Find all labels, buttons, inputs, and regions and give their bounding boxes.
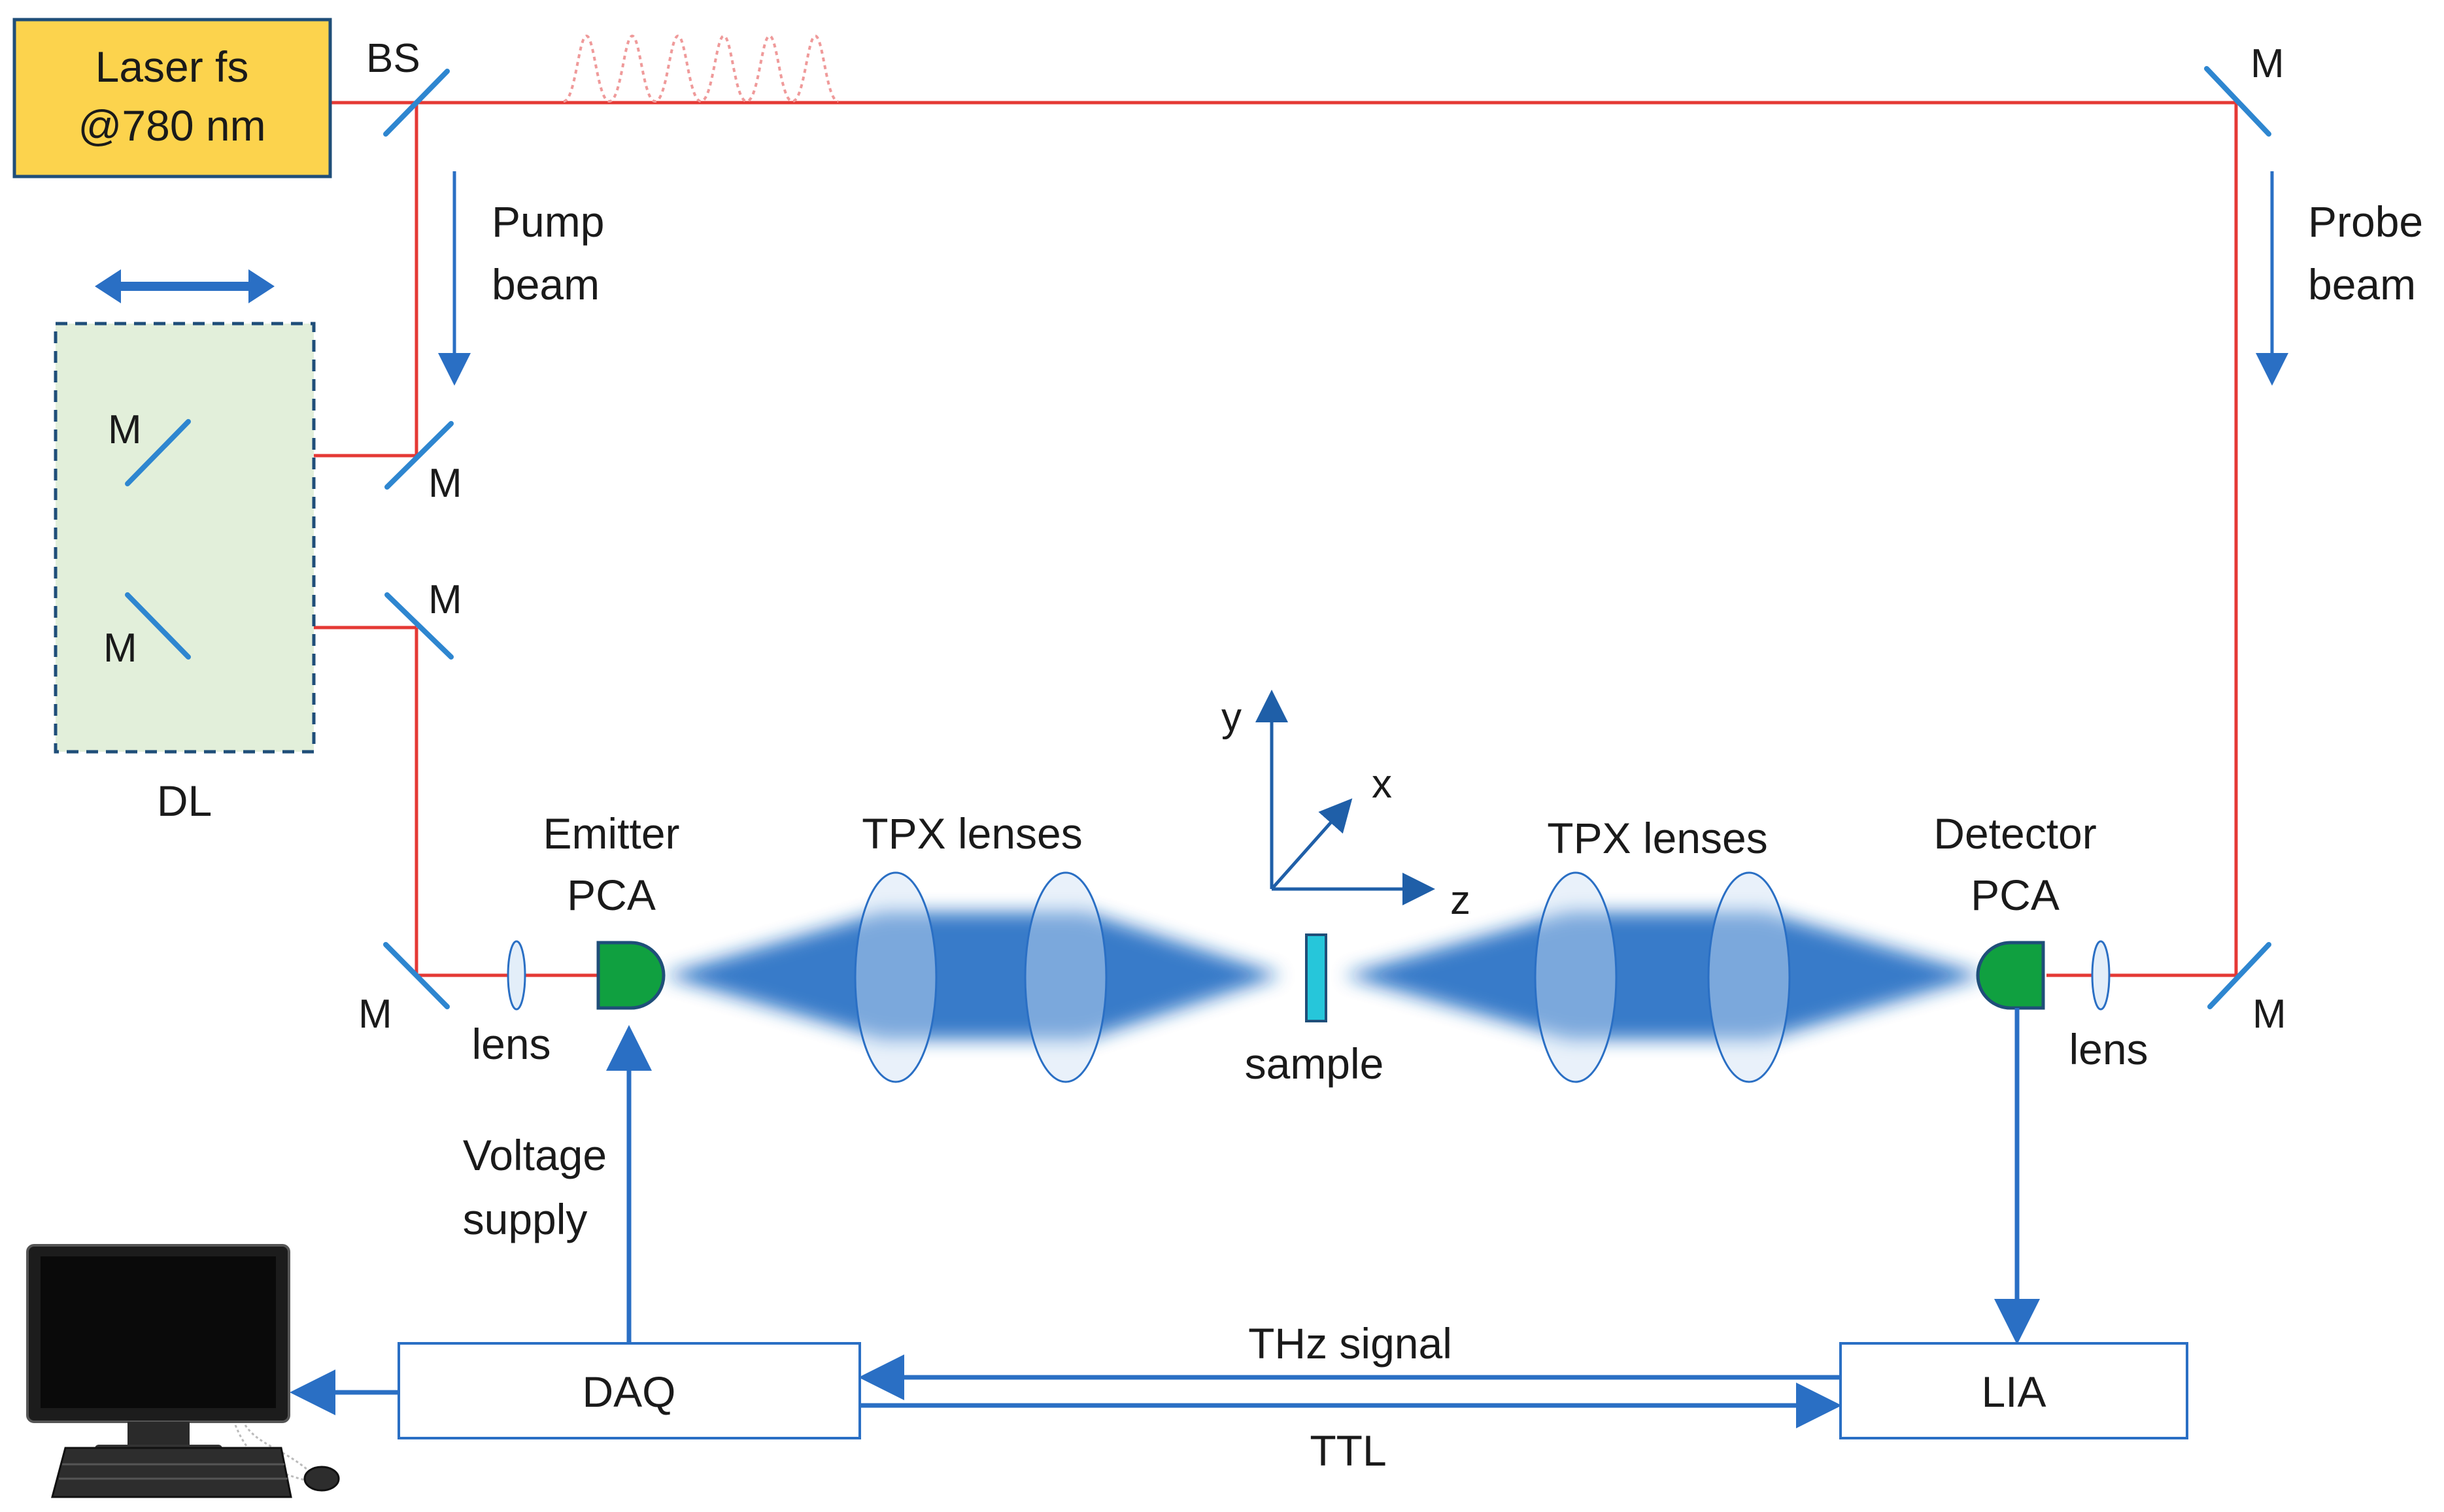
voltage-label-1: Voltage — [463, 1131, 607, 1179]
pump-beam-label-2: beam — [492, 260, 600, 309]
mirrors — [125, 66, 2271, 1009]
signal-connections — [290, 1008, 2040, 1428]
detector-label-1: Detector — [1933, 809, 2096, 858]
axis-z-label: z — [1450, 878, 1470, 923]
emitter-pca — [596, 941, 666, 1010]
tpx-lenses-right-label: TPX lenses — [1547, 814, 1767, 862]
detector-pca — [1976, 941, 2045, 1010]
daq-label: DAQ — [582, 1368, 675, 1416]
mirror-top-right — [2204, 66, 2271, 137]
mirror-delay-1 — [125, 419, 191, 486]
bs-label: BS — [366, 36, 420, 81]
thz-signal-label: THz signal — [1248, 1319, 1452, 1368]
lens-left — [507, 940, 526, 1011]
beam-direction-arrows — [438, 171, 2288, 386]
emitter-label-2: PCA — [567, 871, 656, 919]
mirror-label-bottom-left: M — [358, 992, 392, 1037]
mirror-label-bottom-right: M — [2252, 992, 2286, 1037]
desktop-computer-icon — [26, 1244, 308, 1482]
pump-beam-label-1: Pump — [492, 197, 604, 246]
axis-y-label: y — [1221, 695, 1242, 740]
mirror-bottom-left — [383, 942, 450, 1009]
mirror-pump-2 — [384, 592, 454, 660]
mirror-pump-1 — [384, 421, 454, 490]
tpx-lenses-left — [854, 871, 1108, 1083]
beam-splitter — [383, 69, 450, 137]
delay-line: DL — [54, 269, 316, 825]
thz-beam — [664, 912, 1984, 1039]
sample-label: sample — [1245, 1039, 1384, 1088]
lia-label: LIA — [1981, 1368, 2046, 1416]
probe-beam-label-1: Probe — [2308, 197, 2423, 246]
lens-left-label: lens — [471, 1020, 551, 1068]
axis-x-label: x — [1372, 762, 1392, 807]
sample — [1305, 933, 1327, 1022]
laser-source: Laser fs @780 nm — [12, 18, 332, 178]
probe-beam-label-2: beam — [2308, 260, 2416, 309]
emitter-label-1: Emitter — [543, 809, 679, 858]
mirror-delay-2 — [125, 592, 191, 660]
ttl-label: TTL — [1310, 1426, 1386, 1475]
keyboard-icon — [51, 1447, 292, 1498]
mirror-bottom-right — [2207, 942, 2271, 1009]
mouse-icon — [303, 1466, 340, 1492]
mirror-label-delay-1: M — [108, 407, 142, 452]
tpx-lenses-right — [1534, 871, 1791, 1083]
lia-box — [1839, 1342, 2188, 1439]
mirror-label-delay-2: M — [103, 626, 137, 671]
mirror-label-pump-1: M — [428, 461, 462, 506]
voltage-label-2: supply — [463, 1195, 588, 1243]
mirror-label-top-right: M — [2250, 41, 2284, 86]
mirror-label-pump-2: M — [428, 577, 462, 622]
coordinate-axes — [1255, 690, 1435, 905]
lens-right-label: lens — [2069, 1025, 2148, 1073]
laser-label-line1: Laser fs — [95, 42, 249, 91]
delay-line-label: DL — [157, 777, 212, 825]
labels: BS M M M M M M M Pump beam Probe beam Em… — [103, 36, 2423, 1475]
laser-beam-path — [155, 101, 2238, 977]
lens-right — [2091, 940, 2111, 1011]
laser-label-line2: @780 nm — [78, 101, 265, 150]
tpx-lenses-left-label: TPX lenses — [862, 809, 1082, 858]
detector-label-2: PCA — [1971, 871, 2060, 919]
pulse-train-icon — [563, 34, 839, 103]
